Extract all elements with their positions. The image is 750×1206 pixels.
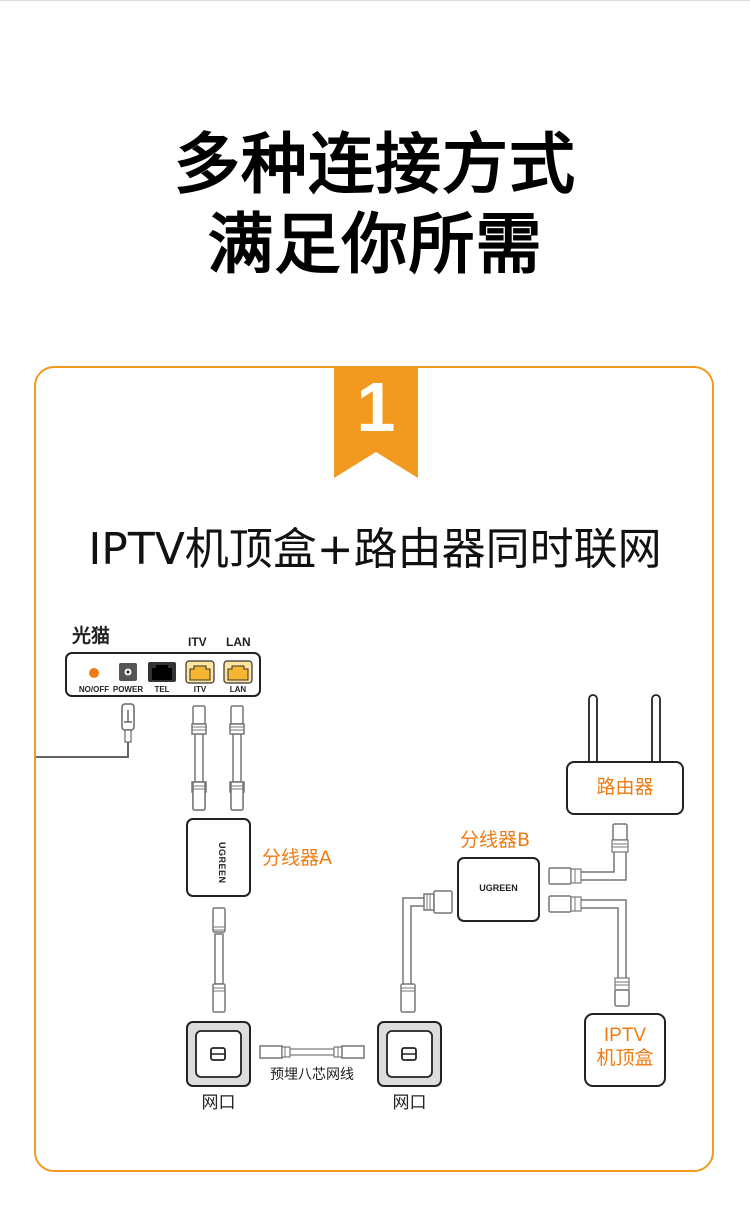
stb-label-line-2: 机顶盒 — [596, 1047, 654, 1069]
wall-port-right-label: 网口 — [392, 1093, 427, 1113]
splitter-a-brand: UGREEN — [217, 842, 227, 884]
step-ribbon — [334, 366, 418, 478]
splitter-b-stb-cable — [548, 895, 630, 1007]
port-label-tel: TEL — [154, 685, 170, 694]
splitter-b-label: 分线器B — [460, 829, 531, 851]
port-label-onoff: NO/OFF — [78, 685, 110, 694]
modem-top-label-lan: LAN — [226, 635, 251, 649]
modem-splitter-cables — [191, 705, 245, 811]
modem-label: 光猫 — [72, 625, 111, 647]
port-label-power: POWER — [112, 685, 144, 694]
buried-cable — [259, 1045, 365, 1059]
port-label-lan: LAN — [229, 685, 247, 694]
buried-cable-label: 预埋八芯网线 — [270, 1067, 354, 1083]
router-device — [566, 694, 684, 815]
splitter-b-box — [457, 857, 540, 922]
stb-label-line-1: IPTV — [603, 1025, 647, 1046]
wall-port-left-label: 网口 — [201, 1093, 236, 1113]
wall-port-right — [377, 1021, 442, 1087]
power-cable — [36, 703, 135, 758]
wall-port-left — [186, 1021, 251, 1087]
antenna-left-icon — [588, 694, 598, 766]
optical-modem — [65, 652, 261, 697]
splitter-b-router-cable — [548, 823, 629, 885]
wall-splitter-b-cable — [400, 890, 453, 1013]
step-number: 1 — [356, 368, 396, 446]
modem-top-label-itv: ITV — [188, 635, 207, 649]
splitter-b-brand: UGREEN — [479, 883, 518, 893]
splitter-a-box — [186, 818, 251, 897]
step-title: IPTV机顶盒+路由器同时联网 — [88, 524, 662, 575]
router-label: 路由器 — [596, 776, 654, 798]
antenna-right-icon — [651, 694, 661, 766]
headline-line-1: 多种连接方式 — [174, 126, 576, 203]
stb-box — [584, 1013, 666, 1087]
port-label-itv: ITV — [193, 685, 207, 694]
top-divider — [0, 0, 750, 1]
headline-line-2: 满足你所需 — [207, 206, 543, 283]
splitter-a-wall-cable — [212, 907, 226, 1013]
splitter-a-label: 分线器A — [262, 847, 332, 869]
power-indicator-icon — [89, 668, 99, 678]
